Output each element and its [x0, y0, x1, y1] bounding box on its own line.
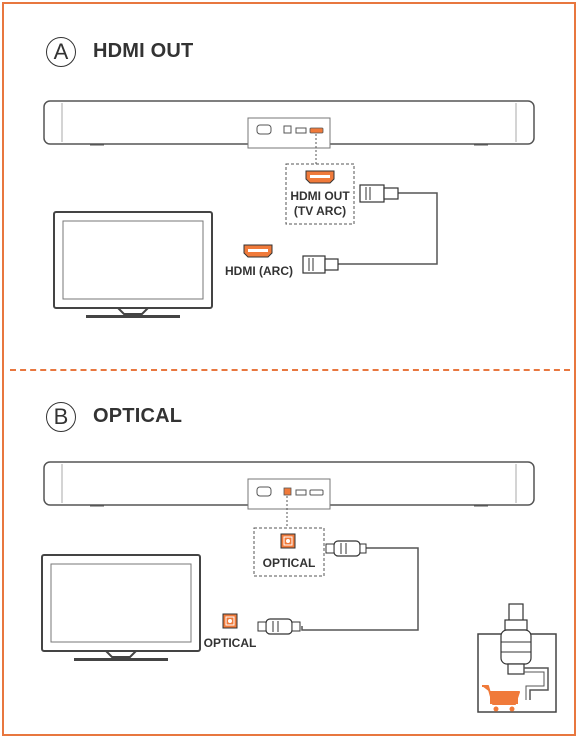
tv-icon — [41, 554, 201, 661]
hdmi-port-icon — [243, 244, 273, 258]
section-b-badge: B — [46, 402, 76, 432]
tv-hdmi-arc-label: HDMI (ARC) — [225, 264, 293, 278]
hdmi-plug-icon — [359, 184, 399, 203]
hdmi-plug-icon — [302, 255, 339, 274]
soundbar-hdmi-label-line2: (TV ARC) — [293, 204, 347, 218]
shopping-cart-icon — [482, 685, 520, 712]
hdmi-port-icon — [305, 170, 335, 184]
hdmi-out-callout — [285, 163, 355, 225]
section-b-title: OPTICAL — [93, 405, 183, 427]
soundbar-hdmi-label-line1: HDMI OUT — [290, 189, 350, 203]
optical-port-icon — [222, 613, 238, 629]
optical-plug-icon — [325, 540, 367, 557]
section-a-title: HDMI OUT — [93, 40, 194, 62]
soundbar-icon — [43, 461, 535, 510]
soundbar-optical-label: OPTICAL — [262, 556, 316, 570]
soundbar-hdmi-label: HDMI OUT (TV ARC) — [280, 189, 360, 219]
optical-plug-detail-inset — [477, 603, 557, 713]
tv-icon — [53, 211, 213, 318]
section-a-badge: A — [46, 37, 76, 67]
optical-port-icon — [280, 533, 296, 549]
section-divider — [10, 369, 570, 371]
soundbar-icon — [43, 100, 535, 149]
optical-plug-icon — [257, 618, 301, 635]
optical-callout — [253, 527, 325, 577]
tv-optical-label: OPTICAL — [203, 636, 257, 650]
